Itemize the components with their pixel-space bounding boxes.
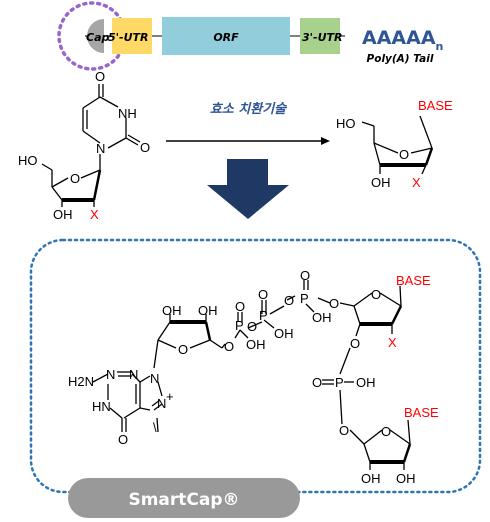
smartcap-guanine-n9: N [150, 371, 159, 386]
polya-tail-label: Poly(A) Tail [367, 53, 434, 65]
cap-shape [87, 19, 104, 53]
smartcap-p4-oh: OH [356, 375, 376, 390]
smartcap-base2: BASE [404, 405, 439, 420]
smartcap-p1-o: O [235, 299, 245, 314]
smartcap-hn: HN [92, 399, 111, 414]
utr3-label: 3'-UTR [302, 31, 343, 44]
reaction-arrow: 효소 치환기술 [166, 101, 330, 145]
smartcap-o-link4: O [329, 296, 339, 311]
uracil-oh: OH [53, 207, 73, 222]
smartcap-sugar2-o-lower: O [350, 336, 360, 351]
down-arrow [207, 159, 289, 219]
smartcap-base1: BASE [396, 273, 431, 288]
smartcap-o-link1: O [224, 339, 234, 354]
uracil-n: N [96, 141, 105, 156]
smartcap-methyl: \ [153, 420, 157, 435]
smartcap-p1-oh: OH [246, 337, 266, 352]
smartcap-guanine-n7: N [157, 396, 166, 411]
uracil-ho: HO [18, 153, 38, 168]
smartcap-sugar2-o: O [371, 287, 381, 302]
smartcap-sugar1-oh-right: OH [198, 303, 218, 318]
smartcap-o-link2: O [247, 319, 257, 334]
smartcap-p3: P [300, 291, 309, 306]
smartcap-h2n: H2N [68, 374, 94, 389]
generic-nucleoside: BASE O HO OH X [336, 98, 453, 190]
smartcap-p2: P [259, 308, 268, 323]
generic-x: X [412, 175, 421, 190]
smartcap-p1: P [235, 318, 244, 333]
smartcap-p3-o: O [300, 268, 310, 283]
smartcap-p4: P [335, 375, 344, 390]
smartcap-p4-o-dbl: O [312, 375, 322, 390]
uracil-o-right: O [140, 140, 150, 155]
smartcap-guanine-n1: N [106, 367, 115, 382]
smartcap-p3-oh: OH [312, 310, 332, 325]
generic-ring-o: O [399, 147, 409, 162]
uracil-nh: NH [118, 106, 137, 121]
smartcap-o-link3: O [284, 293, 294, 308]
generic-oh: OH [371, 175, 391, 190]
uracil-o-top: O [95, 69, 105, 84]
smartcap-sugar3-oh-right: OH [396, 471, 416, 486]
smartcap-x: X [388, 335, 397, 350]
smartcap-structure: H2N HN O N N N N + \ O OH OH O P O OH O … [68, 268, 439, 486]
smartcap-sugar1-o: O [178, 342, 188, 357]
smartcap-o-link5: O [339, 423, 349, 438]
smartcap-sugar1-oh-left: OH [162, 303, 182, 318]
smartcap-p2-oh: OH [274, 326, 294, 341]
polya-text: AAAAAn [362, 27, 443, 53]
orf-box [162, 17, 290, 55]
smartcap-guanine-o: O [118, 432, 128, 447]
generic-base: BASE [418, 98, 453, 113]
smartcap-label: SmartCap® [128, 490, 239, 510]
smartcap-sugar3-oh-left: OH [361, 471, 381, 486]
utr5-box [112, 18, 152, 54]
smartcap-sugar3-o: O [381, 424, 391, 439]
utr3-box [300, 18, 340, 54]
mrna-schematic: Cap 5'-UTR ORF 3'-UTR AAAAAn Poly(A) Tai… [57, 1, 443, 71]
smartcap-p2-o: O [258, 287, 268, 302]
uracil-x: X [90, 207, 99, 222]
generic-ho: HO [336, 116, 356, 131]
orf-label: ORF [213, 31, 239, 44]
utr5-label: 5'-UTR [108, 31, 149, 44]
reaction-label: 효소 치환기술 [210, 101, 288, 117]
smartcap-pill [68, 478, 300, 518]
uracil-nucleoside: O NH O N O HO OH X [18, 69, 150, 222]
smartcap-guanine-n3: N [129, 367, 138, 382]
smartcap-plus: + [166, 389, 174, 404]
cap-label: Cap [86, 31, 109, 44]
uracil-ring-o: O [70, 171, 80, 186]
